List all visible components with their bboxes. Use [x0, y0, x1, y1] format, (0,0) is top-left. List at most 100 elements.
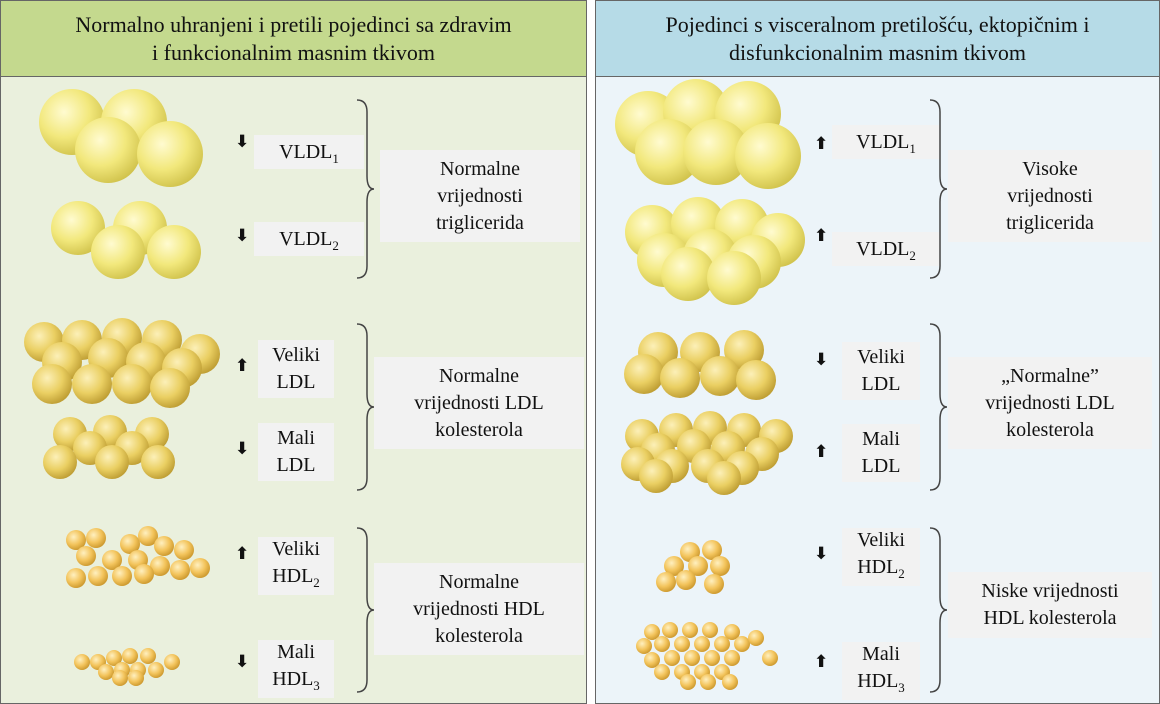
ldl-large-line2-left: LDL — [276, 371, 316, 393]
summary-ldl-line3-right: kolesterola — [1006, 418, 1094, 441]
brace-ldl-left — [356, 323, 375, 491]
summary-tg-line1-left: Normalne — [440, 157, 520, 180]
hdl-small-arrow-right: ⬆ — [814, 652, 829, 672]
hdl-large-name-left: HDL — [272, 565, 314, 587]
summary-ldl-line2-left: vrijednosti LDL — [414, 391, 544, 414]
hdl-large-line2-left: HDL2 — [258, 563, 334, 596]
summary-hdl-right: Niske vrijednosti HDL kolesterola — [948, 572, 1152, 638]
hdl-large-particles-left — [66, 526, 210, 588]
ldl-large-line1-left: Veliki — [272, 344, 320, 366]
vldl1-arrow-right: ⬆ — [814, 134, 829, 154]
summary-tg-line1-right: Visoke — [1022, 157, 1078, 180]
summary-tg-line2-right: vrijednosti — [1007, 184, 1093, 207]
vldl1-name-right: VLDL — [856, 131, 910, 153]
hdl-large-arrow-left: ⬆ — [235, 544, 250, 564]
hdl-small-name-left: HDL — [272, 668, 314, 690]
summary-ldl-line2-right: vrijednosti LDL — [985, 391, 1115, 414]
summary-hdl-line1-right: Niske vrijednosti — [981, 580, 1119, 602]
ldl-small-line1-right: Mali — [862, 428, 900, 450]
hdl-small-label-left: Mali HDL3 — [258, 640, 334, 698]
vldl1-arrow-left: ⬇ — [235, 132, 250, 152]
vldl2-arrow-left: ⬇ — [235, 226, 250, 246]
vldl1-sub-right: 1 — [909, 141, 916, 156]
ldl-small-particles-right — [621, 411, 793, 495]
ldl-small-arrow-right: ⬆ — [814, 442, 829, 462]
vldl1-label-right: VLDL1 — [832, 125, 940, 159]
ldl-small-line2-left: LDL — [276, 454, 316, 476]
vldl2-name-right: VLDL — [856, 238, 910, 260]
left-header-line1: Normalno uhranjeni i pretili pojedinci s… — [75, 11, 512, 37]
hdl-small-line2-right: HDL3 — [842, 668, 920, 701]
summary-tg-line3-left: triglicerida — [436, 211, 524, 234]
ldl-small-line2-right: LDL — [861, 455, 901, 477]
vldl2-sub-right: 2 — [909, 248, 916, 263]
ldl-small-line1-left: Mali — [277, 427, 315, 449]
hdl-large-label-right: Veliki HDL2 — [842, 528, 920, 586]
ldl-small-particles-left — [43, 415, 175, 479]
summary-hdl-line3-left: kolesterola — [435, 624, 523, 647]
brace-tg-right — [929, 99, 948, 279]
summary-tg-right: Visoke vrijednosti triglicerida — [948, 150, 1152, 242]
hdl-large-line2-right: HDL2 — [842, 554, 920, 587]
vldl2-label-right: VLDL2 — [832, 232, 940, 266]
summary-ldl-line1-left: Normalne — [439, 364, 519, 387]
vldl2-particles-left — [51, 201, 201, 279]
ldl-large-particles-left — [24, 318, 220, 408]
summary-hdl-line2-right: HDL kolesterola — [983, 607, 1117, 629]
vldl2-label-left: VLDL2 — [254, 222, 364, 256]
left-panel-header: Normalno uhranjeni i pretili pojedinci s… — [1, 1, 586, 77]
summary-ldl-line3-left: kolesterola — [435, 418, 523, 441]
vldl1-label-left: VLDL1 — [254, 135, 364, 169]
ldl-large-label-right: Veliki LDL — [842, 342, 920, 400]
summary-tg-left: Normalne vrijednosti triglicerida — [380, 150, 580, 242]
vldl1-particles-right — [615, 79, 801, 189]
right-header-line1: Pojedinci s visceralnom pretilošću, ekto… — [665, 11, 1090, 37]
ldl-small-label-left: Mali LDL — [258, 423, 334, 481]
hdl-large-sub-right: 2 — [898, 566, 905, 581]
ldl-large-label-left: Veliki LDL — [258, 340, 334, 398]
hdl-large-line1-right: Veliki — [857, 529, 905, 551]
hdl-large-particles-right — [656, 540, 730, 594]
left-header-line2: i funkcionalnim masnim tkivom — [152, 39, 435, 65]
ldl-large-arrow-left: ⬆ — [235, 356, 250, 376]
hdl-small-line1-right: Mali — [862, 643, 900, 665]
vldl2-sub-left: 2 — [332, 238, 339, 253]
ldl-large-line1-right: Veliki — [857, 346, 905, 368]
hdl-small-sub-right: 3 — [898, 680, 905, 695]
hdl-small-arrow-left: ⬇ — [235, 652, 250, 672]
vldl2-arrow-right: ⬆ — [814, 226, 829, 246]
vldl1-particles-left — [39, 89, 203, 187]
hdl-small-sub-left: 3 — [313, 678, 320, 693]
brace-hdl-right — [929, 527, 948, 693]
summary-hdl-left: Normalne vrijednosti HDL kolesterola — [374, 563, 584, 655]
vldl2-name-left: VLDL — [279, 228, 333, 250]
hdl-large-sub-left: 2 — [313, 575, 320, 590]
summary-ldl-right: „Normalne” vrijednosti LDL kolesterola — [948, 357, 1152, 449]
brace-tg-left — [356, 99, 375, 279]
brace-hdl-left — [356, 527, 375, 693]
summary-tg-line2-left: vrijednosti — [437, 184, 523, 207]
summary-ldl-line1-right: „Normalne” — [1001, 364, 1099, 387]
hdl-small-particles-left — [74, 648, 180, 686]
hdl-large-arrow-right: ⬇ — [814, 544, 829, 564]
ldl-small-label-right: Mali LDL — [842, 424, 920, 482]
summary-ldl-left: Normalne vrijednosti LDL kolesterola — [374, 357, 584, 449]
hdl-large-label-left: Veliki HDL2 — [258, 537, 334, 595]
right-header-line2: disfunkcionalnim masnim tkivom — [729, 39, 1026, 65]
hdl-small-label-right: Mali HDL3 — [842, 642, 920, 700]
brace-ldl-right — [929, 323, 948, 491]
ldl-large-arrow-right: ⬇ — [814, 350, 829, 370]
ldl-large-line2-right: LDL — [861, 373, 901, 395]
vldl1-sub-left: 1 — [332, 151, 339, 166]
hdl-small-name-right: HDL — [857, 670, 899, 692]
ldl-large-particles-right — [624, 330, 776, 400]
right-panel-header: Pojedinci s visceralnom pretilošću, ekto… — [596, 1, 1159, 77]
vldl2-particles-right — [625, 197, 805, 305]
summary-hdl-line2-left: vrijednosti HDL — [413, 597, 545, 620]
hdl-small-particles-right — [636, 622, 778, 690]
hdl-large-name-right: HDL — [857, 556, 899, 578]
vldl1-name-left: VLDL — [279, 141, 333, 163]
summary-tg-line3-right: triglicerida — [1006, 211, 1094, 234]
hdl-small-line2-left: HDL3 — [258, 666, 334, 699]
ldl-small-arrow-left: ⬇ — [235, 439, 250, 459]
